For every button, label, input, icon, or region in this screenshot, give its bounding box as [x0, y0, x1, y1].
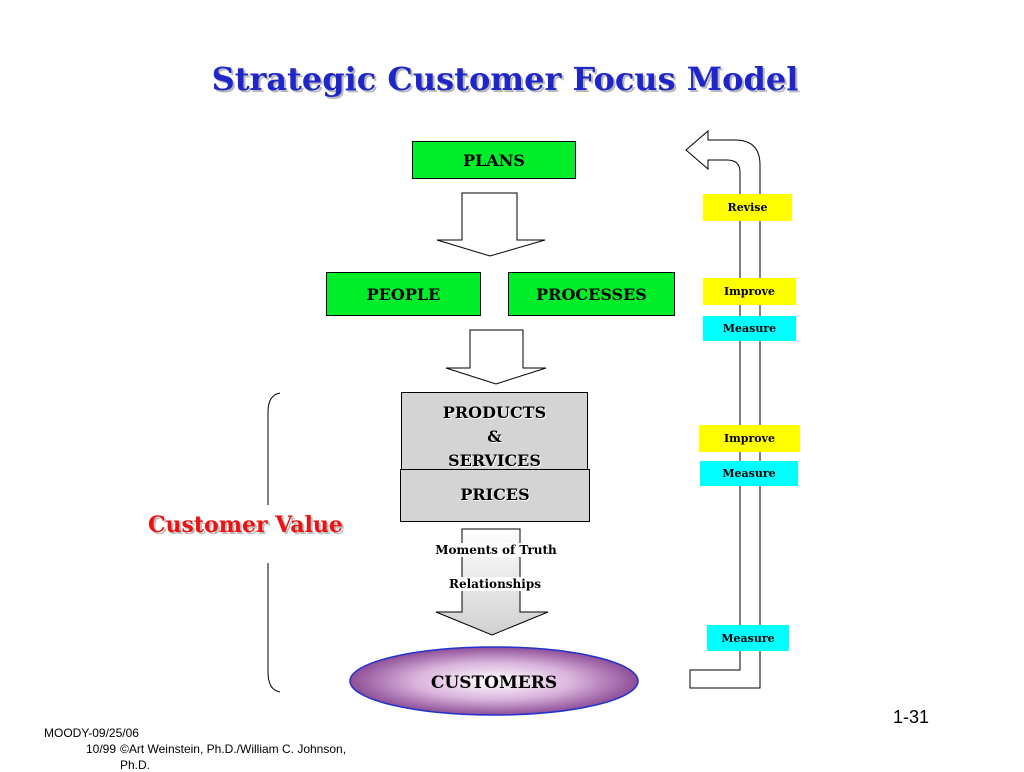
customer-value-bracket [267, 392, 281, 505]
down-arrow-1 [436, 192, 546, 257]
footer-line2: 10/99 [86, 742, 117, 756]
products-label: PRODUCTS [442, 403, 547, 422]
people-box: PEOPLE [326, 272, 481, 316]
products-services-box: PRODUCTS & SERVICES [401, 392, 588, 470]
page-title: Strategic Customer Focus Model [211, 60, 799, 98]
people-label: PEOPLE [366, 284, 441, 304]
ampersand-label: & [487, 427, 502, 446]
relationships-label: Relationships [440, 577, 550, 591]
footer-line1: MOODY-09/25/06 [44, 726, 139, 740]
down-arrow-2 [445, 329, 547, 385]
footer-line4: Ph.D. [120, 758, 151, 772]
measure-tag-2: Measure [700, 461, 798, 486]
services-label: SERVICES [448, 451, 541, 470]
customer-value-label: Customer Value [148, 512, 343, 538]
plans-box: PLANS [412, 141, 576, 179]
prices-box: PRICES [400, 469, 590, 522]
processes-label: PROCESSES [536, 284, 647, 304]
feedback-loop-arrow [685, 129, 761, 689]
plans-label: PLANS [463, 150, 525, 170]
measure-tag-3: Measure [707, 625, 789, 651]
measure-tag-1: Measure [703, 316, 796, 341]
moments-of-truth-label: Moments of Truth [425, 543, 567, 557]
page-number: 1-31 [893, 707, 930, 727]
improve-tag-2: Improve [699, 425, 800, 452]
improve-tag-1: Improve [703, 278, 796, 305]
revise-tag: Revise [703, 194, 792, 221]
footer-line3: ©Art Weinstein, Ph.D./William C. Johnson… [120, 742, 347, 756]
customers-ellipse [349, 646, 639, 716]
prices-label: PRICES [460, 485, 530, 504]
customers-label: CUSTOMERS [430, 673, 558, 693]
processes-box: PROCESSES [508, 272, 675, 316]
